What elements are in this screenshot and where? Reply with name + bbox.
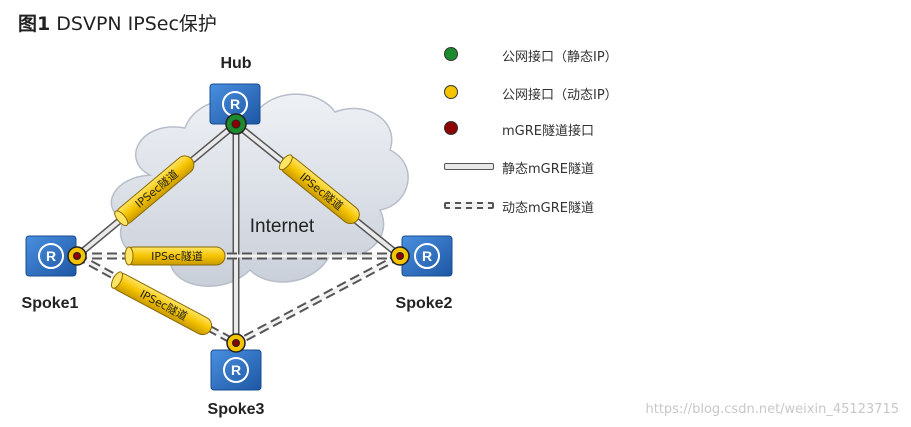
spoke3-label: Spoke3 [208,401,265,418]
spoke1-label: Spoke1 [22,295,79,312]
router-spoke2: R [401,235,453,277]
dynamic-tunnel-spoke2-spoke3 [234,252,402,347]
router-glyph-hub: R [230,96,240,112]
router-spoke3: R [210,349,262,391]
legend-label-dynamic-ip: 公网接口（动态IP） [502,87,618,103]
ipsec-tube-spoke1-spoke2: IPSec隧道 [124,246,226,266]
legend-mgre: mGRE隧道接口 [436,118,594,140]
spoke2-label: Spoke2 [396,295,453,312]
legend-dynamic-tunnel: 动态mGRE隧道 [436,195,594,217]
static-tunnel-line-icon [444,163,494,170]
figure-caption: DSVPN IPSec保护 [50,13,217,35]
router-glyph-spoke2: R [422,248,432,264]
router-spoke1: R [25,235,77,277]
legend-label-mgre: mGRE隧道接口 [502,123,594,139]
static-ip-dot-icon [444,47,458,61]
hub-static-interface-dot [225,113,247,135]
legend-static-tunnel: 静态mGRE隧道 [436,156,594,178]
spoke3-dynamic-interface-dot [226,333,246,353]
legend-label-static-ip: 公网接口（静态IP） [502,49,618,65]
hub-label: Hub [220,55,251,72]
figure-title: 图1 DSVPN IPSec保护 [18,9,217,36]
dynamic-tunnel-line-icon [444,202,494,209]
legend-label-static-tunnel: 静态mGRE隧道 [502,161,594,177]
spoke2-dynamic-interface-dot [390,246,410,266]
watermark: https://blog.csdn.net/weixin_45123715 [645,402,899,417]
legend-dynamic-ip: 公网接口（动态IP） [436,82,618,104]
spoke1-dynamic-interface-dot [67,246,87,266]
router-glyph-spoke3: R [231,362,241,378]
dynamic-ip-dot-icon [444,85,458,99]
legend-label-dynamic-tunnel: 动态mGRE隧道 [502,200,594,216]
internet-label: Internet [250,216,315,237]
figure-number: 图1 [18,13,51,35]
ipsec-label-spoke1-spoke2: IPSec隧道 [151,249,203,263]
mgre-dot-icon [444,121,458,135]
router-glyph-spoke1: R [46,248,56,264]
legend-static-ip: 公网接口（静态IP） [436,44,618,66]
